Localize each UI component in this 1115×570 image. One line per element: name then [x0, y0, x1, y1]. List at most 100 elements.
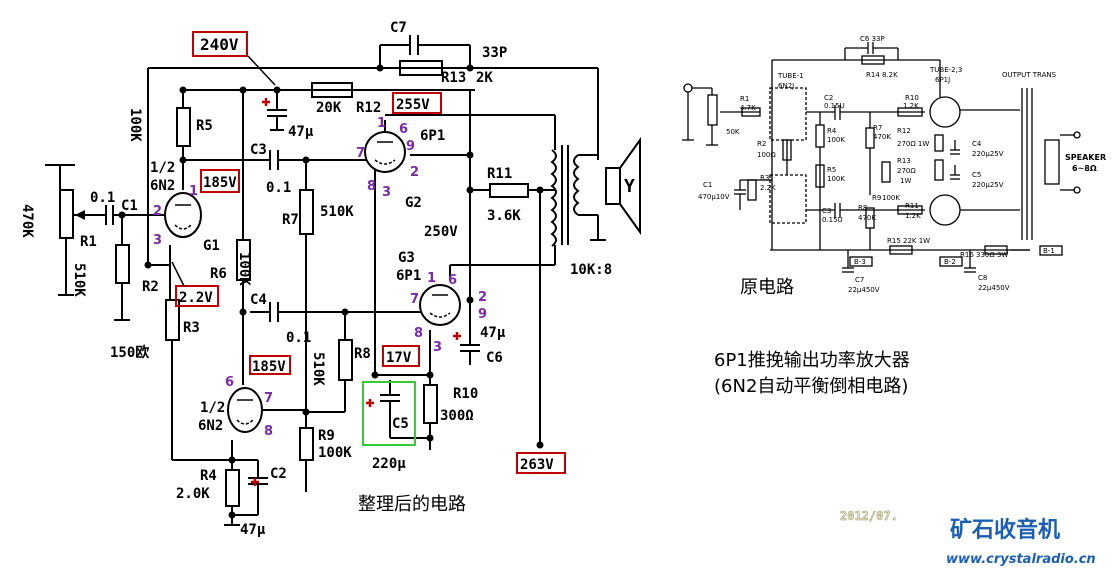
- label-r13-val: 2K: [476, 70, 493, 86]
- rlabel-r9: R9: [872, 194, 881, 202]
- voltage-255: 255V: [396, 97, 430, 113]
- rlabel-r14: R14 8.2K: [866, 71, 898, 79]
- rlabel-r16: R16 330Ω 3W: [960, 251, 1008, 259]
- label-transformer: 10K:8: [570, 262, 612, 278]
- voltage-boxes: [175, 31, 566, 474]
- polarity-marks: [251, 98, 461, 486]
- rlabel-c3: C3: [822, 207, 831, 215]
- rlabel-r8-val: 470K: [858, 214, 876, 222]
- title-line2: (6N2自动平衡倒相电路): [714, 376, 908, 397]
- pin-g2-2: 2: [410, 165, 419, 180]
- right-caption: 原电路: [740, 277, 794, 298]
- label-r1-val: 470K: [19, 204, 35, 238]
- label-c1: C1: [121, 198, 138, 214]
- pot-wiper-arrow: [75, 210, 85, 220]
- rlabel-r15: R15 22K 1W: [887, 237, 930, 245]
- rlabel-r10: R10: [905, 94, 919, 102]
- rlabel-output: OUTPUT TRANS: [1002, 71, 1057, 79]
- label-c7: C7: [390, 20, 407, 36]
- pin-g1-1: 1: [189, 184, 198, 199]
- rlabel-r3: R3: [760, 174, 769, 182]
- rlabel-c8: C8: [978, 274, 987, 282]
- pin-v2-7: 7: [264, 391, 273, 406]
- pin-v2-8: 8: [264, 424, 273, 439]
- rlabel-r13: R13: [897, 157, 911, 165]
- label-r6-val: 100K: [236, 252, 252, 286]
- pin-g3-2: 2: [478, 290, 487, 305]
- rlabel-r12-val: 270Ω 1W: [897, 140, 929, 148]
- pin-g3-6: 6: [448, 273, 457, 288]
- watermark-site: 矿石收音机: [950, 517, 1060, 543]
- label-r5: R5: [196, 118, 213, 134]
- label-c1-val: 0.1: [90, 190, 115, 206]
- label-r4: R4: [200, 468, 217, 484]
- rlabel-c7: C7: [855, 276, 864, 284]
- rlabel-r11: R11: [905, 202, 919, 210]
- pin-g3-1: 1: [427, 271, 436, 286]
- label-r2-val: 510K: [71, 263, 87, 297]
- label-c47u-top: 47μ: [288, 124, 314, 140]
- rlabel-speaker: SPEAKER: [1065, 153, 1106, 162]
- label-c7-val: 33P: [482, 45, 507, 61]
- rlabel-r7: R7: [873, 124, 882, 132]
- rlabel-r1-val: 4.7K: [740, 104, 756, 112]
- label-g2: G2: [405, 195, 422, 211]
- voltage-17: 17V: [386, 350, 412, 366]
- rlabel-r13-w: 1W: [900, 177, 911, 185]
- label-r4-val: 2.0K: [176, 486, 210, 502]
- left-caption: 整理后的电路: [358, 494, 466, 515]
- rlabel-c6: C6 33P: [860, 35, 885, 43]
- rlabel-r8: R8: [858, 204, 867, 212]
- rlabel-c5: C5: [972, 171, 981, 179]
- junction-dots: [118, 64, 544, 519]
- rlabel-b1: B-1: [1043, 247, 1055, 255]
- rlabel-r1-pot: 50K: [726, 128, 740, 136]
- label-r2: R2: [142, 279, 159, 295]
- rlabel-r10-val: 1.2K: [903, 102, 919, 110]
- rlabel-r13-val: 270Ω: [897, 167, 916, 175]
- rlabel-tube1-type: 6N2J: [778, 82, 794, 90]
- label-c5-val: 220μ: [372, 456, 406, 472]
- voltage-185b: 185V: [252, 359, 286, 375]
- label-c3: C3: [250, 142, 267, 158]
- pin-g2-3: 3: [382, 185, 391, 200]
- label-r11: R11: [487, 166, 512, 182]
- rlabel-c2: C2: [824, 94, 833, 102]
- label-r13: R13: [441, 70, 466, 86]
- label-c2-val: 47μ: [240, 522, 266, 538]
- label-r3: R3: [183, 320, 200, 336]
- pin-g2-9: 9: [406, 139, 415, 154]
- rlabel-c8-val: 22μ450V: [978, 284, 1010, 292]
- pin-g3-9: 9: [478, 307, 487, 322]
- voltage-240: 240V: [200, 35, 239, 54]
- rlabel-r4: R4: [827, 127, 837, 135]
- label-r8-val: 510K: [310, 352, 326, 386]
- title-line1: 6P1推挽输出功率放大器: [714, 350, 910, 371]
- pin-g2-7: 7: [356, 146, 365, 161]
- pin-g2-1: 1: [377, 116, 386, 131]
- rlabel-r11-val: 1.2K: [905, 212, 921, 220]
- label-r7-val: 510K: [320, 204, 354, 220]
- rlabel-r12: R12: [897, 127, 911, 135]
- rlabel-c4: C4: [972, 140, 982, 148]
- label-c4-val: 0.1: [286, 330, 311, 346]
- label-r10: R10: [453, 386, 478, 402]
- label-r9: R9: [318, 428, 335, 444]
- pin-g2-8: 8: [367, 179, 376, 194]
- label-r5-val: 100K: [127, 108, 143, 142]
- rlabel-b2: B-2: [944, 258, 956, 266]
- rlabel-c7-val: 22μ450V: [848, 286, 880, 294]
- rlabel-r3-val: 2.2K: [760, 184, 776, 192]
- watermark-url: www.crystalradio.cn: [946, 552, 1096, 567]
- pin-g3-3: 3: [433, 340, 442, 355]
- rlabel-r2: R2: [757, 140, 766, 148]
- label-v1-a: 1/2: [150, 160, 175, 176]
- rlabel-b3: B-3: [854, 258, 866, 266]
- rlabel-tube23: TUBE-2,3: [929, 66, 962, 74]
- label-r10-val: 300Ω: [440, 408, 474, 424]
- voltage-2v2: 2.2V: [179, 290, 213, 306]
- label-c3-val: 0.1: [266, 180, 291, 196]
- rlabel-r7-val: 470K: [873, 133, 891, 141]
- watermark-date: 2012/07.: [840, 509, 898, 523]
